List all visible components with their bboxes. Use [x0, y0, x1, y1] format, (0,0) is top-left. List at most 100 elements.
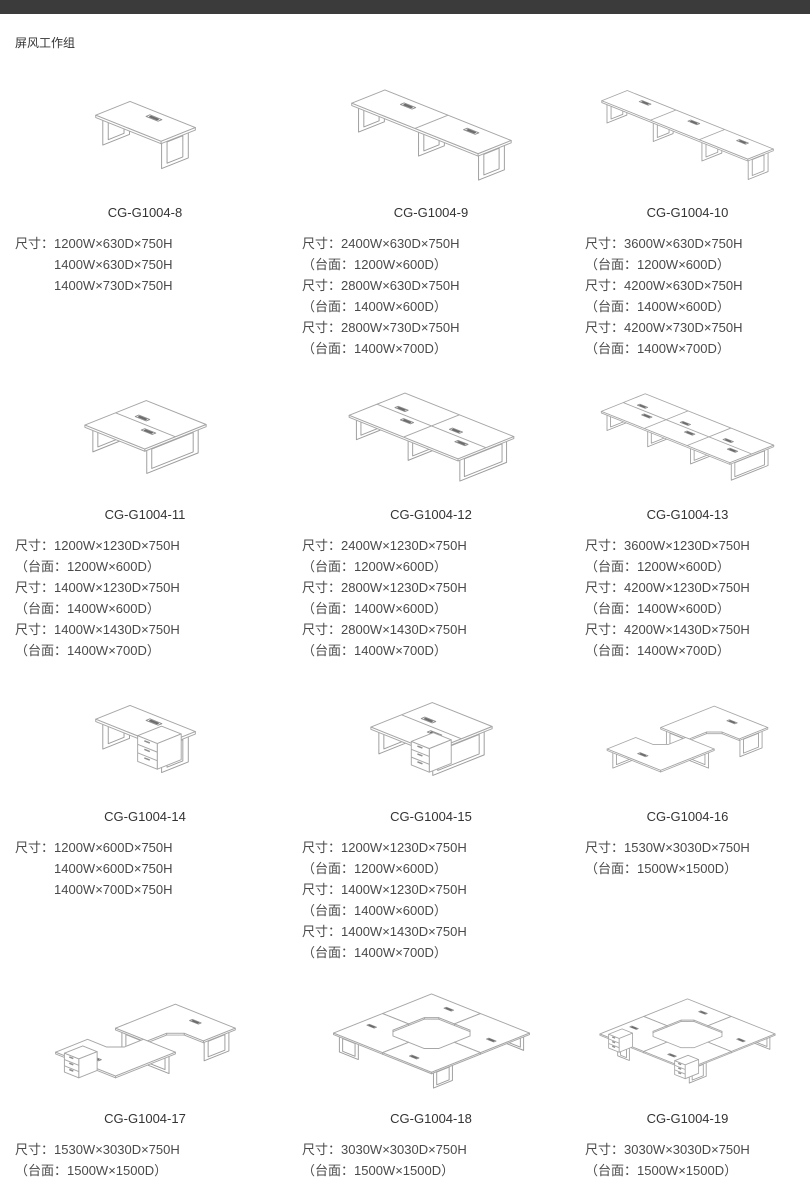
drawing-shape [165, 1032, 185, 1036]
product-illustration [54, 1003, 236, 1079]
drawing-shape [114, 1051, 176, 1079]
spec-line: （台面：1500W×1500D） [302, 1163, 455, 1178]
product-code[interactable]: CG-G1004-17 [104, 1111, 186, 1126]
drawing-shape [191, 1019, 199, 1024]
product-illustration [606, 705, 769, 773]
drawing-shape [738, 1038, 744, 1042]
spec-line: 尺寸：3030W×3030D×750H [302, 1142, 467, 1157]
drawing-shape [136, 752, 157, 762]
drawing-shape [63, 1065, 79, 1072]
product-image[interactable] [585, 373, 790, 501]
product-image[interactable] [15, 675, 275, 803]
product-image[interactable] [585, 71, 790, 199]
product-code[interactable]: CG-G1004-15 [390, 809, 472, 824]
product-illustration [94, 704, 196, 774]
drawing-shape [465, 129, 476, 134]
spec-line: （台面：1400W×600D） [302, 299, 447, 314]
drawing-shape [608, 1038, 620, 1044]
drawing-shape [729, 448, 736, 452]
product-code[interactable]: CG-G1004-12 [390, 507, 472, 522]
product-card: CG-G1004-10 尺寸：3600W×630D×750H （台面：1200W×… [565, 71, 790, 359]
spec-line: 尺寸：2800W×1230D×750H [302, 580, 467, 595]
product-image[interactable] [302, 71, 560, 199]
product-code[interactable]: CG-G1004-11 [104, 507, 186, 522]
product-specs: 尺寸：3600W×1230D×750H（台面：1200W×600D）尺寸：420… [585, 535, 790, 661]
product-specs: 尺寸：2400W×1230D×750H（台面：1200W×600D）尺寸：280… [302, 535, 560, 661]
spec-line: 尺寸：1400W×1430D×750H [302, 924, 467, 939]
spec-line: 尺寸：2800W×730D×750H [302, 320, 460, 335]
drawing-shape [674, 1069, 686, 1075]
drawing-shape [402, 414, 460, 438]
drawing-shape [608, 1043, 620, 1049]
spec-line: （台面：1200W×600D） [585, 559, 730, 574]
spec-line: 尺寸：1400W×1430D×750H [15, 622, 180, 637]
product-image[interactable] [302, 977, 560, 1105]
drawing-shape [606, 737, 715, 771]
spec-line: （台面：1400W×600D） [15, 601, 160, 616]
product-image[interactable] [15, 977, 275, 1105]
drawing-shape [445, 1007, 452, 1011]
drawing-shape [724, 438, 732, 443]
drawing-shape [143, 740, 150, 744]
spec-line: （台面：1400W×600D） [302, 903, 447, 918]
spec-line: （台面：1400W×700D） [15, 643, 160, 658]
drawing-shape [350, 102, 479, 157]
drawing-shape [482, 147, 500, 176]
product-image[interactable] [585, 675, 790, 803]
spec-line: （台面：1200W×600D） [302, 257, 447, 272]
spec-line: （台面：1400W×700D） [302, 945, 447, 960]
drawing-shape [690, 120, 698, 125]
product-code[interactable]: CG-G1004-13 [646, 507, 729, 522]
drawing-shape [63, 1059, 79, 1066]
product-illustration [332, 993, 530, 1089]
product-code[interactable]: CG-G1004-16 [646, 809, 729, 824]
drawing-shape [416, 761, 423, 765]
drawing-shape [396, 406, 406, 411]
spec-line: 尺寸：4200W×1430D×750H [585, 622, 750, 637]
drawing-shape [143, 429, 153, 434]
drawing-shape [681, 421, 689, 426]
spec-line: （台面：1400W×600D） [585, 601, 730, 616]
product-code[interactable]: CG-G1004-18 [390, 1111, 472, 1126]
drawing-shape [68, 1056, 74, 1060]
product-image[interactable] [302, 373, 560, 501]
product-code[interactable]: CG-G1004-19 [646, 1111, 729, 1126]
drawing-shape [68, 1062, 74, 1066]
drawing-shape [623, 402, 752, 455]
spec-line: 尺寸：4200W×1230D×750H [585, 580, 750, 595]
drawing-shape [639, 404, 646, 408]
spec-line: （台面：1200W×600D） [585, 257, 730, 272]
drawing-shape [738, 140, 747, 144]
drawing-shape [705, 731, 723, 735]
drawing-shape [698, 129, 725, 141]
drawing-shape [611, 1045, 616, 1048]
spec-line: 尺寸：3600W×630D×750H [585, 236, 743, 251]
product-code[interactable]: CG-G1004-10 [646, 205, 729, 220]
product-card: CG-G1004-16 尺寸：1530W×3030D×750H（台面：1500W… [565, 675, 790, 963]
spec-line: （台面：1200W×600D） [302, 559, 447, 574]
spec-line: （台面：1200W×600D） [15, 559, 160, 574]
spec-line: 尺寸：1530W×3030D×750H [15, 1142, 180, 1157]
drawing-shape [143, 748, 150, 753]
product-card: CG-G1004-15 尺寸：1200W×1230D×750H（台面：1200W… [280, 675, 560, 963]
product-code[interactable]: CG-G1004-9 [393, 205, 469, 220]
drawing-shape [416, 745, 423, 749]
drawing-shape [451, 428, 460, 433]
product-image[interactable] [302, 675, 560, 803]
drawing-shape [641, 101, 649, 105]
drawing-shape [150, 431, 194, 469]
product-code[interactable]: CG-G1004-8 [107, 205, 183, 220]
drawing-shape [650, 109, 677, 121]
spec-line: 尺寸：1200W×630D×750H [15, 236, 173, 251]
product-illustration [350, 89, 512, 181]
drawing-shape [674, 1064, 686, 1070]
product-image[interactable] [15, 71, 275, 199]
product-image[interactable] [15, 373, 275, 501]
product-code[interactable]: CG-G1004-14 [104, 809, 186, 824]
spec-line: （台面：1500W×1500D） [585, 861, 738, 876]
product-image[interactable] [585, 977, 790, 1105]
product-illustration [348, 392, 514, 482]
